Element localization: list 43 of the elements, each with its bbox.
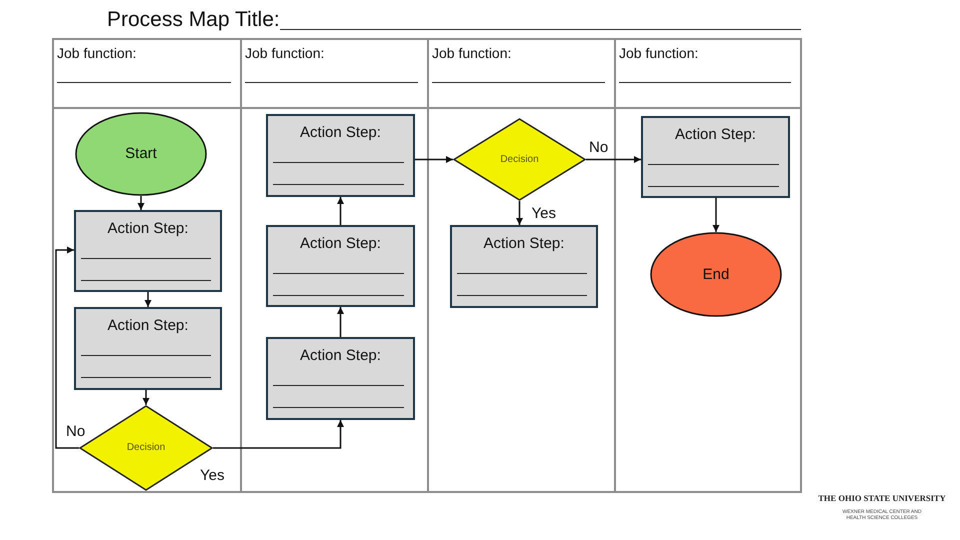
arrow — [337, 197, 344, 225]
swimlane — [614, 38, 802, 493]
action-step-box — [641, 116, 790, 198]
job-function-label: Job function: — [57, 45, 136, 62]
job-function-label: Job function: — [619, 45, 698, 62]
arrow — [144, 292, 152, 307]
action-step-box — [266, 225, 415, 307]
job-function-label: Job function: — [432, 45, 512, 62]
decision-diamond — [453, 118, 586, 201]
arrow — [337, 307, 344, 337]
action-step-box — [266, 337, 415, 420]
arrow — [142, 390, 150, 405]
action-step-box — [74, 210, 222, 292]
university-name: THE OHIO STATE UNIVERSITY — [817, 493, 947, 503]
job-function-label: Job function: — [245, 45, 324, 62]
action-step-box — [74, 307, 222, 390]
step-label: Action Step: — [299, 124, 382, 142]
terminal-oval — [650, 232, 782, 317]
terminal-label: Start — [125, 145, 157, 163]
arrow — [586, 156, 641, 163]
swimlane — [52, 38, 242, 493]
step-label: Action Step: — [106, 317, 190, 335]
arrow — [516, 201, 523, 225]
terminal-label: End — [702, 266, 730, 284]
swimlane — [240, 38, 429, 493]
action-step-box — [450, 225, 598, 308]
edge-label: No — [589, 138, 608, 156]
arrow — [138, 196, 144, 210]
swimlane — [427, 38, 616, 493]
arrow — [55, 246, 79, 449]
arrow — [712, 198, 720, 232]
diagram-title: Process Map Title: — [107, 7, 280, 33]
decision-label: Decision — [126, 442, 166, 454]
step-label: Action Step: — [299, 347, 382, 365]
arrow — [415, 156, 453, 163]
step-label: Action Step: — [299, 235, 382, 253]
step-label: Action Step: — [106, 220, 190, 238]
step-label: Action Step: — [674, 126, 757, 144]
action-step-box — [266, 114, 415, 197]
terminal-oval — [75, 112, 207, 196]
arrow — [213, 420, 344, 449]
decision-label: Decision — [500, 154, 539, 166]
step-label: Action Step: — [482, 235, 566, 253]
